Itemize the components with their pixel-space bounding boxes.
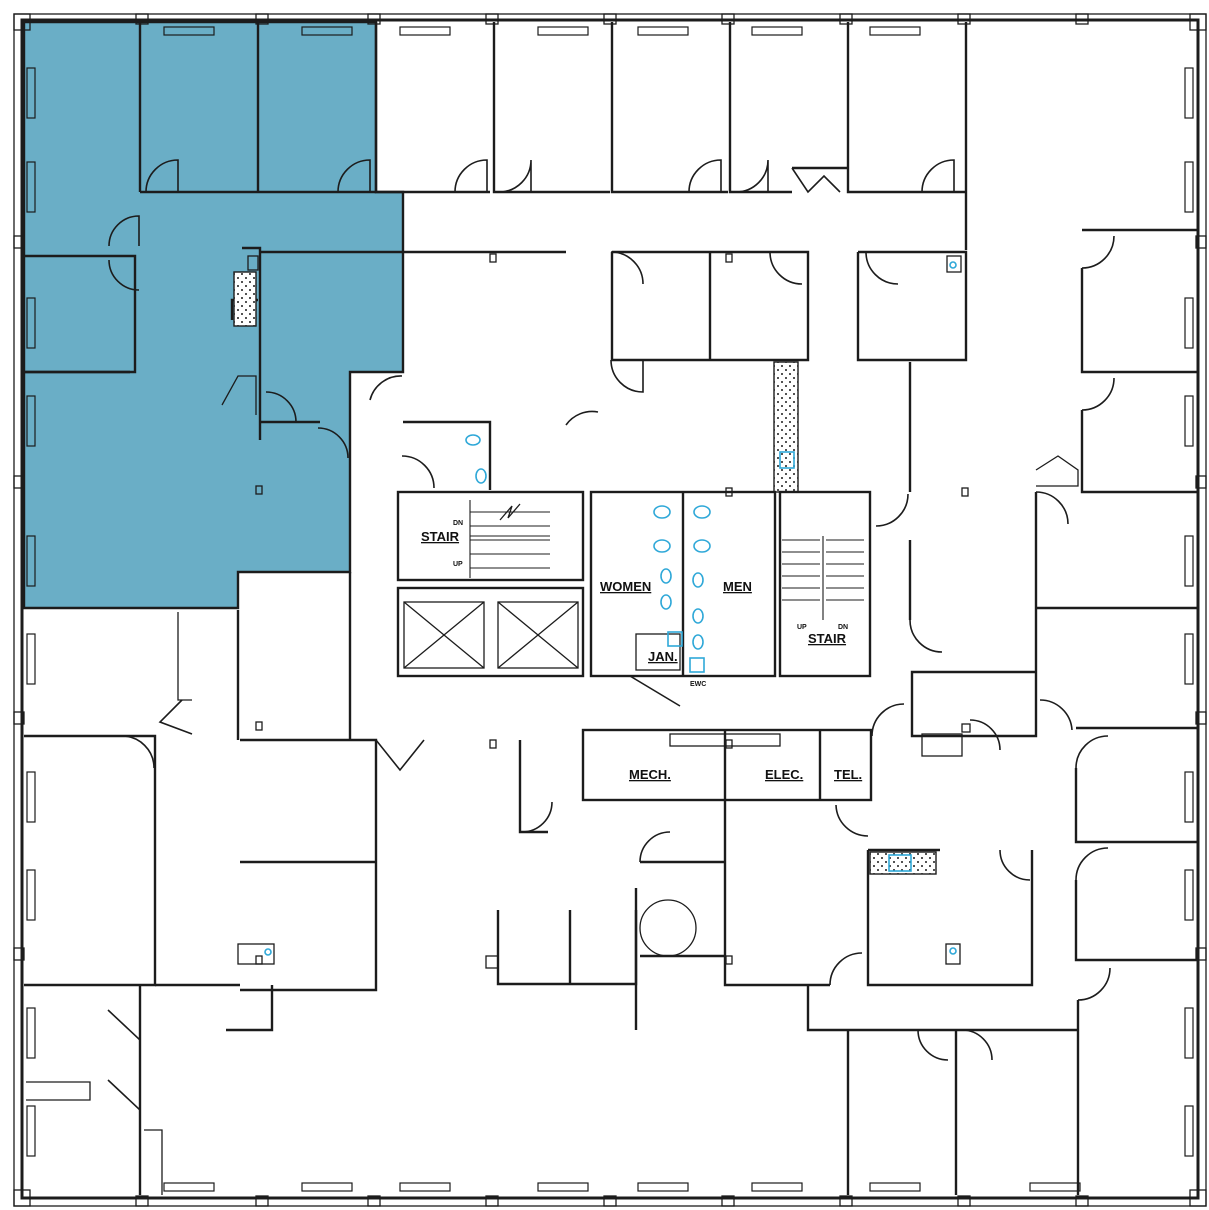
suite-walls	[24, 22, 403, 495]
men-label: MEN	[723, 579, 752, 594]
stair-right-label: STAIR	[808, 631, 847, 646]
south-middle	[485, 740, 725, 1030]
windows-top	[163, 26, 921, 36]
stair-left: STAIR DN UP	[396, 490, 585, 582]
windows-bottom	[163, 1182, 1081, 1192]
restrooms: WOMEN MEN JAN. EWC	[589, 490, 777, 688]
windows-right	[1184, 67, 1194, 1157]
stair-right: STAIR UP DN	[778, 490, 872, 678]
stair-right-up: UP	[797, 624, 807, 631]
women-label: WOMEN	[600, 579, 651, 594]
stair-right-dn: DN	[838, 624, 848, 631]
north-middle-offices	[403, 250, 968, 493]
door-swings	[107, 159, 1115, 1130]
ewc-label: EWC	[690, 681, 706, 688]
electrical-label: ELEC.	[765, 767, 803, 782]
west-offices	[24, 572, 378, 1195]
east-offices	[908, 228, 1198, 962]
data-ports	[255, 487, 733, 965]
stair-left-dn: DN	[453, 520, 463, 527]
mechanical-label: MECH.	[629, 767, 671, 782]
stair-left-up: UP	[453, 561, 463, 568]
perimeter-columns	[13, 13, 1207, 1207]
highlighted-suite[interactable]	[22, 20, 405, 610]
windows-left	[26, 67, 36, 1157]
break-room	[403, 420, 492, 490]
southeast-offices	[723, 800, 1080, 1195]
telephone-label: TEL.	[834, 767, 862, 782]
stair-left-label: STAIR	[421, 529, 460, 544]
top-offices	[374, 22, 968, 250]
janitor-label: JAN.	[648, 649, 678, 664]
utility-rooms: MECH. ELEC. TEL.	[581, 728, 873, 802]
elevators	[396, 586, 585, 678]
